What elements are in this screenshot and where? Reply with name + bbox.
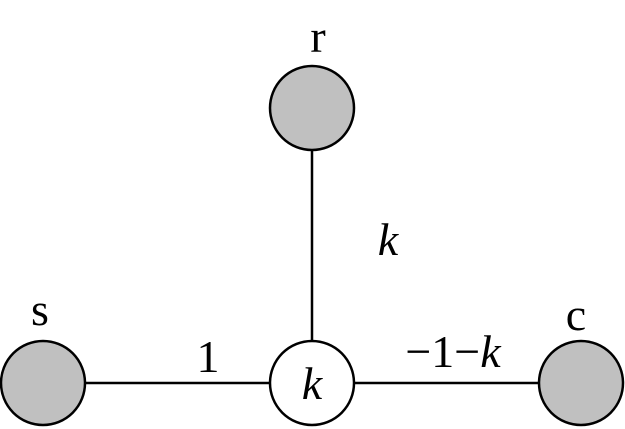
edge-r-center-label: k — [378, 214, 400, 265]
node-center-label: k — [302, 358, 324, 409]
node-center — [268, 339, 356, 427]
edge-center-c-label-var: k — [480, 326, 502, 377]
node-s — [0, 339, 87, 427]
node-c-label: c — [566, 289, 586, 340]
edge-center-c-label-prefix: −1− — [405, 326, 480, 377]
node-c — [537, 339, 625, 427]
edge-s-center-label: 1 — [197, 331, 220, 382]
node-r-label: r — [310, 11, 325, 62]
edge-center-c-label: −1−k — [405, 326, 502, 377]
node-s-label: s — [31, 284, 49, 335]
node-r — [268, 64, 356, 152]
